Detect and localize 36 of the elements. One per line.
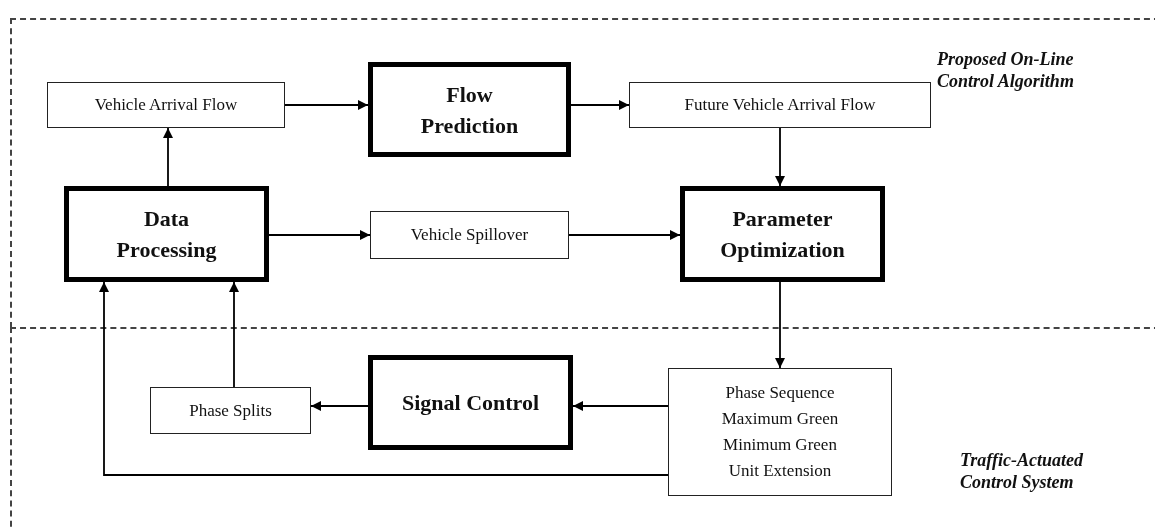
data-box: [370, 211, 569, 259]
process-box: [368, 355, 573, 450]
box-label: Data Processing: [115, 205, 218, 264]
box-label: Future Vehicle Arrival Flow: [684, 94, 876, 116]
arrow: [163, 127, 173, 187]
region-heading: Traffic-Actuated Control System: [960, 449, 1084, 493]
data-box: [629, 82, 931, 128]
arrow: [775, 127, 785, 187]
data-box: [668, 368, 892, 496]
region-heading: Proposed On-Line Control Algorithm: [937, 48, 1075, 92]
process-box: [64, 186, 269, 282]
arrow: [568, 230, 681, 240]
arrow: [572, 401, 669, 411]
box-label: Vehicle Spillover: [410, 224, 529, 246]
arrow: [310, 401, 369, 411]
region-band: [10, 18, 1155, 328]
region-band: [10, 327, 1155, 528]
box-label: Minimum Green: [723, 434, 837, 456]
box-label: Unit Extension: [728, 460, 832, 482]
box-label: Signal Control: [401, 389, 540, 417]
process-box: [680, 186, 885, 282]
box-label: Phase Splits: [189, 399, 272, 422]
arrow: [570, 100, 630, 110]
box-label: Phase Sequence: [725, 382, 835, 404]
arrow: [99, 281, 669, 476]
box-label: Maximum Green: [721, 408, 839, 430]
data-box: [150, 387, 311, 434]
arrow: [775, 281, 785, 369]
arrow: [229, 281, 239, 388]
arrow: [284, 100, 369, 110]
box-label: Vehicle Arrival Flow: [94, 94, 238, 116]
process-box: [368, 62, 571, 157]
arrow: [268, 230, 371, 240]
data-box: [47, 82, 285, 128]
box-label: Parameter Optimization: [719, 205, 846, 264]
box-label: Flow Prediction: [419, 80, 520, 140]
